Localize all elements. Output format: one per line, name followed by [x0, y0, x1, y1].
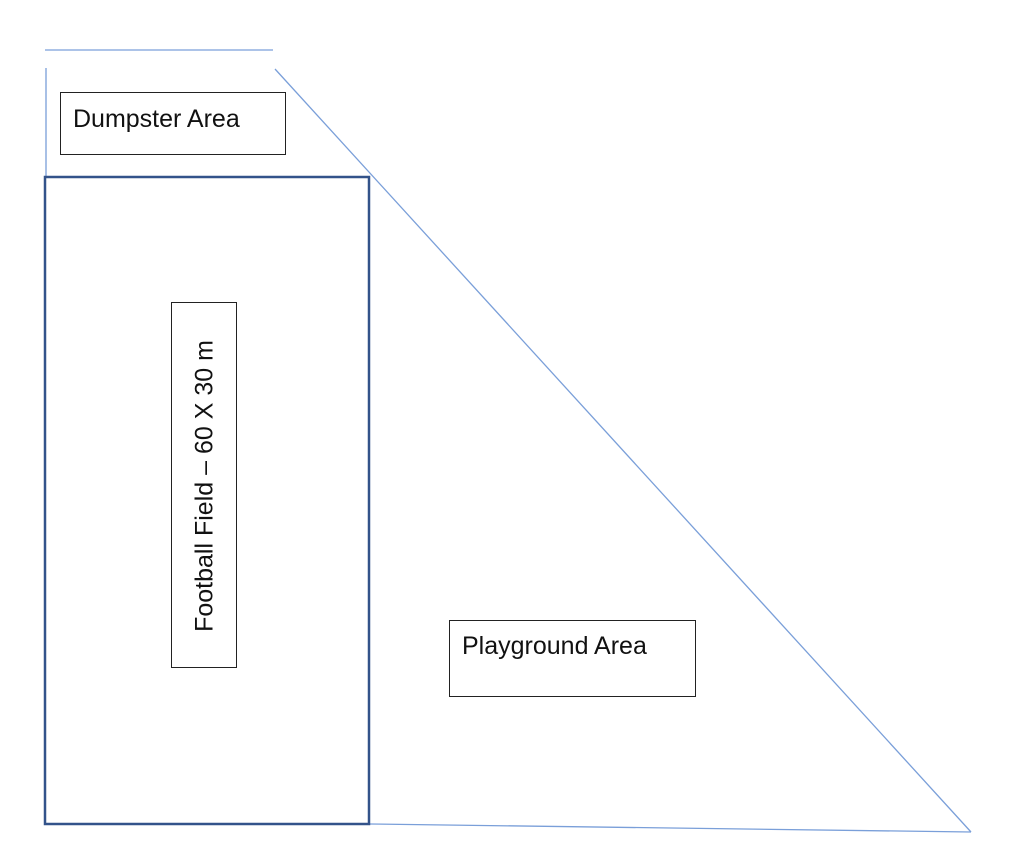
football-field-outline	[43, 175, 371, 826]
dumpster-area-label: Dumpster Area	[60, 92, 286, 155]
playground-area-label: Playground Area	[449, 620, 696, 697]
football-field-text: Football Field – 60 X 30 m	[190, 340, 219, 632]
playground-area-text: Playground Area	[462, 632, 647, 660]
dumpster-area-text: Dumpster Area	[73, 105, 240, 133]
lot-diagonal-edge	[274, 68, 972, 833]
football-field-label: Football Field – 60 X 30 m	[171, 302, 237, 668]
lot-bottom-edge	[369, 823, 972, 833]
